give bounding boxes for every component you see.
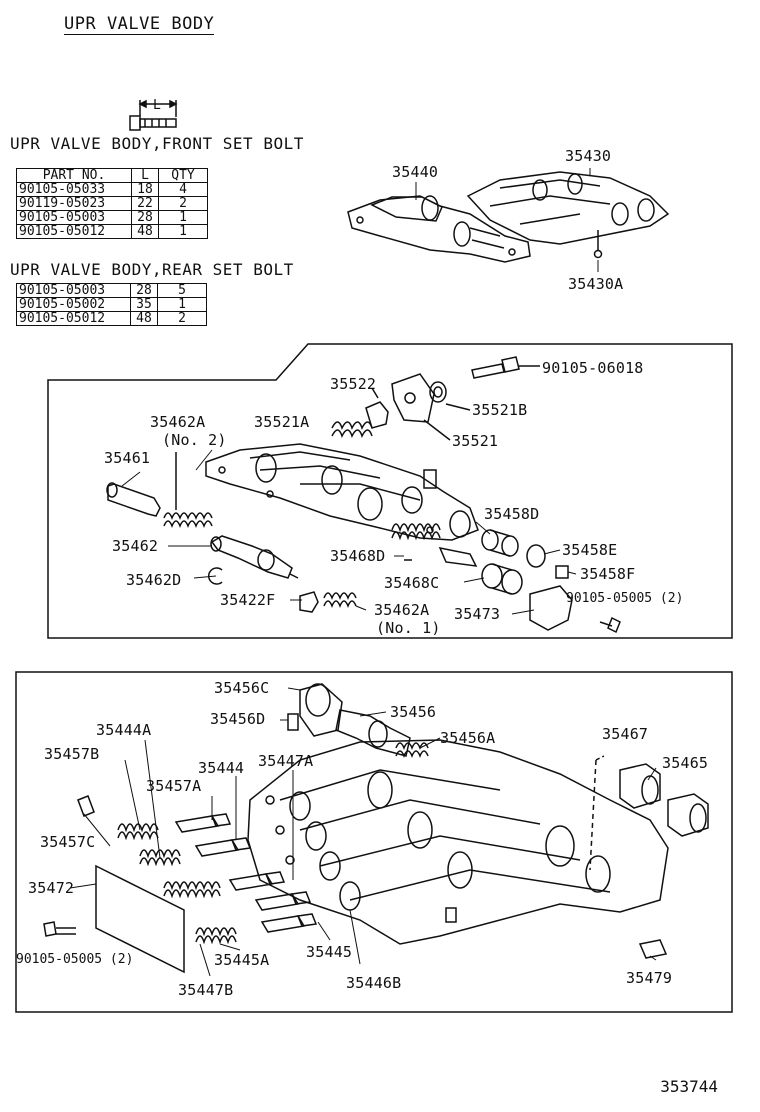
part-label-35457A: 35457A	[146, 777, 202, 795]
part-no-cell: 90105-05002	[16, 297, 131, 312]
part-label-35462A-no1: 35462A	[374, 601, 430, 619]
part-label-35462: 35462	[112, 537, 159, 555]
part-label-35447A: 35447A	[258, 752, 314, 770]
part-label-35458F: 35458F	[580, 565, 636, 583]
part-label-35522: 35522	[330, 375, 377, 393]
l-cell: 35	[130, 297, 158, 312]
col-l: L	[131, 168, 159, 183]
figure-code: 353744	[660, 1077, 718, 1096]
part-note-no1: (No. 1)	[376, 619, 441, 637]
table-header-row: PART NO. L QTY	[16, 168, 208, 183]
l-cell: 48	[131, 224, 159, 239]
part-no-cell: 90105-05003	[16, 283, 131, 298]
rear-bolt-table: 90105-05003 28 5 90105-05002 35 1 90105-…	[16, 283, 207, 326]
part-label-35458D: 35458D	[484, 505, 540, 523]
part-label-90105-06018: 90105-06018	[542, 359, 644, 377]
l-cell: 18	[131, 182, 159, 197]
table-row: 90105-05003 28 5	[16, 283, 207, 298]
part-label-35456D: 35456D	[210, 710, 266, 728]
bolt-icon	[129, 99, 178, 131]
l-cell: 28	[131, 210, 159, 225]
part-label-35457C: 35457C	[40, 833, 96, 851]
part-label-35521B: 35521B	[472, 401, 528, 419]
part-label-35440: 35440	[392, 163, 439, 181]
part-label-90105-05005-middle: 90105-05005 (2)	[566, 591, 684, 606]
qty-cell: 4	[158, 182, 208, 197]
part-no-cell: 90119-05023	[16, 196, 132, 211]
part-label-35461: 35461	[104, 449, 151, 467]
page-title: UPR VALVE BODY	[64, 14, 215, 35]
part-label-35430A: 35430A	[568, 275, 624, 293]
part-label-35458E: 35458E	[562, 541, 618, 559]
bolt-dim-label: L	[153, 98, 161, 113]
front-bolt-table: PART NO. L QTY 90105-05033 18 4 90119-05…	[16, 168, 208, 239]
part-label-35446B: 35446B	[346, 974, 402, 992]
table-row: 90105-05003 28 1	[16, 210, 208, 225]
bolt-90105-06018-drawing	[471, 356, 540, 379]
qty-cell: 2	[158, 196, 208, 211]
table-row: 90105-05002 35 1	[16, 297, 207, 312]
col-qty: QTY	[158, 168, 208, 183]
bottom-frame	[15, 671, 733, 1013]
part-label-35430: 35430	[565, 147, 612, 165]
part-label-35444A: 35444A	[96, 721, 152, 739]
part-no-cell: 90105-05033	[16, 182, 132, 197]
table-row: 90105-05012 48 1	[16, 224, 208, 239]
qty-cell: 1	[158, 224, 208, 239]
part-label-35468C: 35468C	[384, 574, 440, 592]
part-label-35456C: 35456C	[214, 679, 270, 697]
part-label-35467: 35467	[602, 725, 649, 743]
part-label-35465: 35465	[662, 754, 709, 772]
part-label-35445: 35445	[306, 943, 353, 961]
part-label-35468D: 35468D	[330, 547, 386, 565]
qty-cell: 2	[157, 311, 207, 326]
center-valve-body-drawing	[205, 443, 479, 541]
table-row: 90119-05023 22 2	[16, 196, 208, 211]
part-no-cell: 90105-05003	[16, 210, 132, 225]
part-no-cell: 90105-05012	[16, 311, 131, 326]
valve-body-35430-drawing	[466, 171, 670, 259]
middle-frame	[47, 343, 733, 639]
part-label-35456: 35456	[390, 703, 437, 721]
part-label-35457B: 35457B	[44, 745, 100, 763]
part-label-35479: 35479	[626, 969, 673, 987]
part-label-35422F: 35422F	[220, 591, 276, 609]
rear-bolt-heading: UPR VALVE BODY,REAR SET BOLT	[10, 260, 294, 279]
part-no-cell: 90105-05012	[16, 224, 132, 239]
qty-cell: 5	[157, 283, 207, 298]
valve-body-35440-drawing	[347, 195, 531, 263]
part-label-35521A: 35521A	[254, 413, 310, 431]
part-label-35462A-no2: 35462A	[150, 413, 206, 431]
qty-cell: 1	[157, 297, 207, 312]
part-label-90105-05005-bottom: 90105-05005 (2)	[16, 952, 134, 967]
l-cell: 48	[130, 311, 158, 326]
table-row: 90105-05012 48 2	[16, 311, 207, 326]
part-label-35521: 35521	[452, 432, 499, 450]
l-cell: 28	[130, 283, 158, 298]
part-label-35472: 35472	[28, 879, 75, 897]
part-label-35444: 35444	[198, 759, 245, 777]
part-label-35445A: 35445A	[214, 951, 270, 969]
part-note-no2: (No. 2)	[162, 431, 227, 449]
lower-valve-body-drawing	[247, 739, 669, 945]
l-cell: 22	[131, 196, 159, 211]
qty-cell: 1	[158, 210, 208, 225]
part-label-35473: 35473	[454, 605, 501, 623]
part-label-35462D: 35462D	[126, 571, 182, 589]
part-label-35456A: 35456A	[440, 729, 496, 747]
table-row: 90105-05033 18 4	[16, 182, 208, 197]
part-label-35447B: 35447B	[178, 981, 234, 999]
front-bolt-heading: UPR VALVE BODY,FRONT SET BOLT	[10, 134, 304, 153]
col-part-no: PART NO.	[16, 168, 132, 183]
